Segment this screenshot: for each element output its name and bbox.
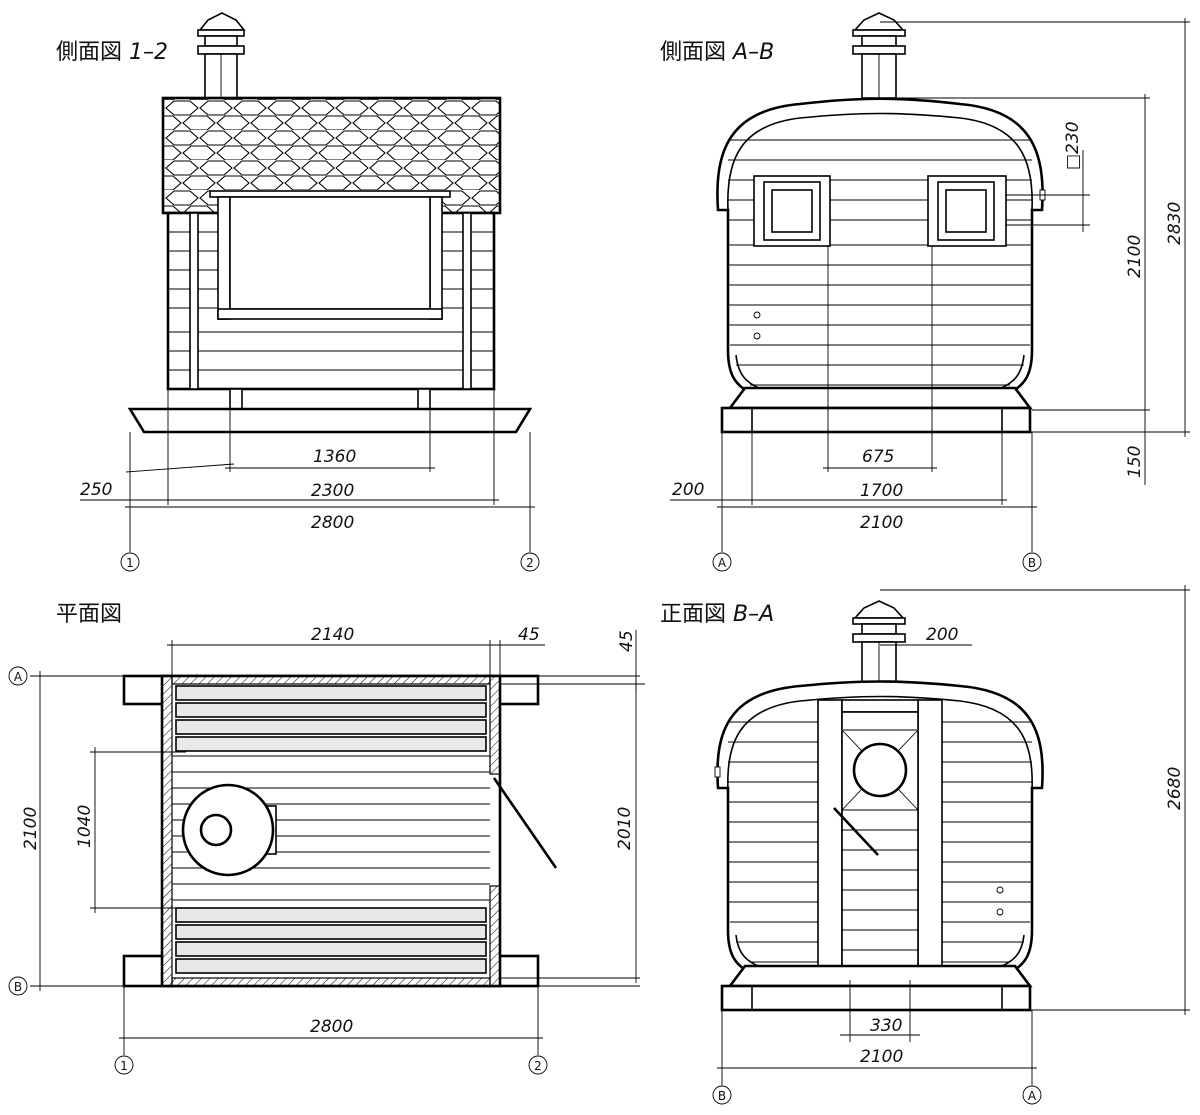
dim-2100-plan: 2100	[21, 807, 41, 850]
door-handle-icon	[833, 807, 879, 856]
svg-text:A: A	[718, 556, 727, 570]
stove-plan	[181, 783, 277, 877]
dim-1040: 1040	[75, 805, 95, 848]
dim-2830: 2830	[1165, 202, 1185, 245]
title-side-1-2-text: 側面図	[56, 40, 123, 65]
dim-250: 250	[80, 480, 112, 500]
bench-bottom-plan	[175, 907, 487, 974]
axis-marker-1-top: 1	[120, 552, 140, 572]
title-front-b-a-code: B–A	[733, 602, 775, 627]
barrel-shell-a-b	[716, 97, 1044, 412]
axis-marker-a-plan: A	[8, 666, 28, 686]
dim-330: 330	[870, 1016, 902, 1036]
axis-marker-a-top: A	[712, 552, 732, 572]
base-platform-a-b	[727, 386, 1033, 410]
axis-marker-a-bottom: A	[1022, 1085, 1042, 1105]
window-left-a-b	[753, 175, 831, 247]
svg-text:B: B	[718, 1089, 726, 1103]
svg-text:2: 2	[526, 556, 534, 570]
plan-view: 2140 45 45 2100 1040 2010 2800 A B 1 2	[8, 625, 645, 1075]
dim-2140: 2140	[311, 625, 354, 645]
dim-2300: 2300	[311, 481, 354, 501]
svg-text:B: B	[14, 980, 22, 994]
axis-marker-b-top: B	[1022, 552, 1042, 572]
base-platform-1-2	[127, 407, 533, 434]
axis-marker-2-top: 2	[520, 552, 540, 572]
svg-text:A: A	[1028, 1089, 1037, 1103]
dim-window-230: □230	[1063, 121, 1083, 170]
svg-text:2: 2	[534, 1059, 542, 1073]
dim-1700: 1700	[860, 481, 903, 501]
dimensions-b-a: 200 2680 330 2100	[717, 585, 1190, 1085]
svg-text:A: A	[14, 670, 23, 684]
axis-marker-2-plan: 2	[528, 1055, 548, 1075]
dim-2100: 2100	[860, 513, 903, 533]
chimney-a-b	[852, 12, 906, 99]
dim-2100-front: 2100	[860, 1047, 903, 1067]
door-b-a	[817, 699, 943, 969]
window-right-a-b	[927, 175, 1007, 247]
bench-top-plan	[175, 685, 487, 752]
dimensions-a-b: 675 200 1700 2100 2830 2100 150 □230	[670, 18, 1190, 552]
base-platform-b-a	[727, 964, 1033, 988]
title-plan: 平面図	[56, 596, 122, 628]
title-front-b-a-text: 正面図	[660, 602, 727, 627]
vent-hole-icon	[753, 332, 761, 340]
title-side-a-b-text: 側面図	[660, 40, 727, 65]
chimney-b-a	[852, 600, 906, 685]
vent-hole-icon	[996, 908, 1004, 916]
dim-1360: 1360	[313, 447, 356, 467]
dim-45-horizontal: 45	[518, 625, 540, 645]
door-swing-plan	[492, 777, 558, 869]
dim-675: 675	[862, 447, 894, 467]
axis-marker-b-bottom: B	[712, 1085, 732, 1105]
dim-200: 200	[672, 480, 704, 500]
dim-2100-vertical: 2100	[1125, 235, 1145, 278]
canopy-frame-1-2	[209, 190, 451, 320]
svg-text:1: 1	[126, 556, 134, 570]
title-plan-text: 平面図	[56, 602, 123, 627]
title-front-b-a: 正面図 B–A	[660, 596, 774, 628]
axis-marker-1-plan: 1	[114, 1055, 134, 1075]
dim-150: 150	[1125, 446, 1145, 478]
round-door-window-icon	[852, 742, 908, 798]
svg-text:1: 1	[120, 1059, 128, 1073]
side-view-a-b: 675 200 1700 2100 2830 2100 150 □230 A B	[670, 12, 1190, 572]
title-side-a-b-code: A–B	[733, 40, 775, 65]
chimney-1-2	[197, 12, 246, 99]
vent-hole-icon	[996, 886, 1004, 894]
title-side-1-2: 側面図 1–2	[56, 34, 168, 66]
vent-hole-icon	[753, 311, 761, 319]
svg-text:B: B	[1028, 556, 1036, 570]
dimensions-1-2: 1360 250 2300 2800	[80, 389, 535, 552]
front-view-b-a: 200 2680 330 2100 B A	[712, 585, 1190, 1105]
dim-45-vertical: 45	[617, 630, 637, 652]
dim-2010: 2010	[615, 807, 635, 850]
dim-2680: 2680	[1165, 767, 1185, 810]
dim-2800: 2800	[311, 513, 354, 533]
dim-2800-plan: 2800	[310, 1017, 353, 1037]
dim-200-front: 200	[926, 625, 958, 645]
title-side-a-b: 側面図 A–B	[660, 34, 774, 66]
dimensions-plan: 2140 45 45 2100 1040 2010 2800	[21, 625, 645, 1055]
title-side-1-2-code: 1–2	[129, 40, 169, 65]
side-view-1-2: 1360 250 2300 2800 1 2	[80, 12, 540, 572]
axis-marker-b-plan: B	[8, 976, 28, 996]
